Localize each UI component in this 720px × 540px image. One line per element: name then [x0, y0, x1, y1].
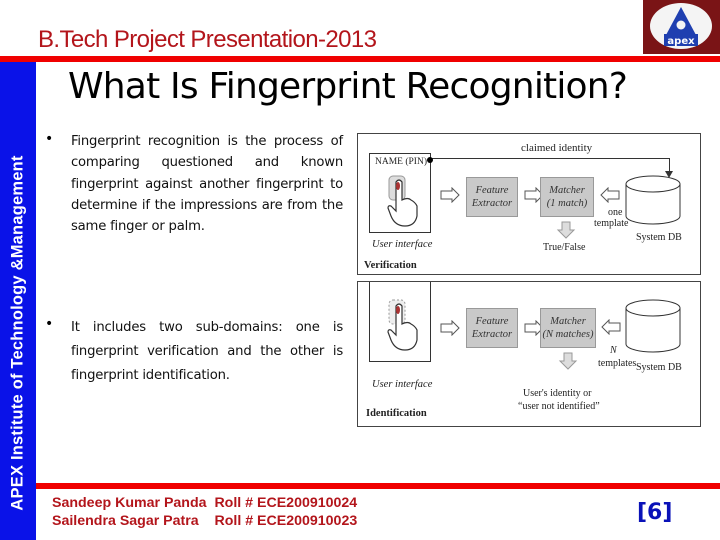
apex-triangle-icon: apex — [664, 7, 698, 47]
user-interface-box: NAME (PIN) — [369, 153, 433, 233]
connector-dot — [427, 157, 433, 163]
student-list: Sandeep Kumar Panda Roll # ECE200910024 … — [52, 494, 357, 530]
apex-logo: apex — [643, 0, 720, 54]
arrow-left-icon — [600, 187, 620, 203]
templates-label-line1: N — [610, 345, 617, 356]
top-divider — [0, 56, 720, 62]
matcher-box: Matcher (1 match) — [540, 177, 594, 217]
system-db-label: System DB — [636, 362, 682, 373]
arrow-down-icon — [556, 221, 576, 239]
arrow-right-icon — [524, 187, 544, 203]
user-interface-label: User interface — [372, 379, 433, 390]
student-name: Sandeep Kumar Panda — [52, 495, 207, 511]
arrow-left-icon — [601, 319, 621, 335]
student-name: Sailendra Sagar Patra — [52, 513, 199, 529]
bullet-marker: • — [45, 131, 54, 147]
presentation-title: B.Tech Project Presentation-2013 — [38, 26, 377, 53]
page-number: [6] — [637, 500, 673, 525]
verification-label: Verification — [364, 260, 417, 271]
claimed-identity-line-down — [669, 158, 670, 174]
verification-diagram: claimed identity NAME (PIN) User interfa… — [357, 133, 701, 275]
claimed-identity-label: claimed identity — [521, 142, 593, 154]
name-pin-label: NAME (PIN) — [375, 157, 427, 167]
finger-press-icon — [387, 299, 418, 351]
arrow-down-icon — [558, 352, 578, 370]
arrow-right-icon — [524, 320, 544, 336]
claimed-identity-line — [430, 158, 670, 159]
bullet-subdomains: It includes two sub-domains: one is fing… — [71, 320, 343, 383]
arrow-down-icon — [665, 171, 673, 178]
templates-label-line2: templates — [598, 358, 637, 369]
bullet-definition: Fingerprint recognition is the process o… — [71, 134, 343, 235]
logo-oval: apex — [650, 3, 712, 49]
feature-extractor-box: Feature Extractor — [466, 177, 518, 217]
institute-sidebar: APEX Institute of Technology &Management — [0, 62, 36, 540]
templates-label-line1: one — [608, 207, 623, 218]
database-icon — [625, 175, 681, 225]
bottom-divider — [36, 483, 720, 489]
user-interface-box — [369, 282, 431, 362]
svg-text:apex: apex — [667, 36, 695, 47]
bullet-marker: • — [45, 316, 54, 332]
matcher-box: Matcher (N matches) — [540, 308, 596, 348]
arrow-right-icon — [440, 187, 460, 203]
user-interface-label: User interface — [372, 239, 433, 250]
slide-title: What Is Fingerprint Recognition? — [68, 66, 628, 107]
templates-label-line2: template — [594, 218, 629, 229]
student-row: Sandeep Kumar Panda Roll # ECE200910024 — [52, 494, 357, 512]
feature-extractor-box: Feature Extractor — [466, 308, 518, 348]
identity-output-line1: User's identity or — [523, 388, 592, 399]
arrow-right-icon — [440, 320, 460, 336]
true-false-output: True/False — [543, 242, 586, 253]
identification-diagram: User interface Feature Extractor Matcher… — [357, 281, 701, 427]
system-db-label: System DB — [636, 232, 682, 243]
database-icon — [625, 299, 681, 353]
student-row: Sailendra Sagar Patra Roll # ECE20091002… — [52, 512, 357, 530]
identification-label: Identification — [366, 408, 427, 419]
student-roll: Roll # ECE200910023 — [214, 513, 358, 529]
finger-press-icon — [387, 175, 418, 227]
identity-output-line2: “user not identified” — [518, 401, 600, 412]
student-roll: Roll # ECE200910024 — [214, 495, 358, 511]
institute-name: APEX Institute of Technology &Management — [8, 155, 27, 511]
